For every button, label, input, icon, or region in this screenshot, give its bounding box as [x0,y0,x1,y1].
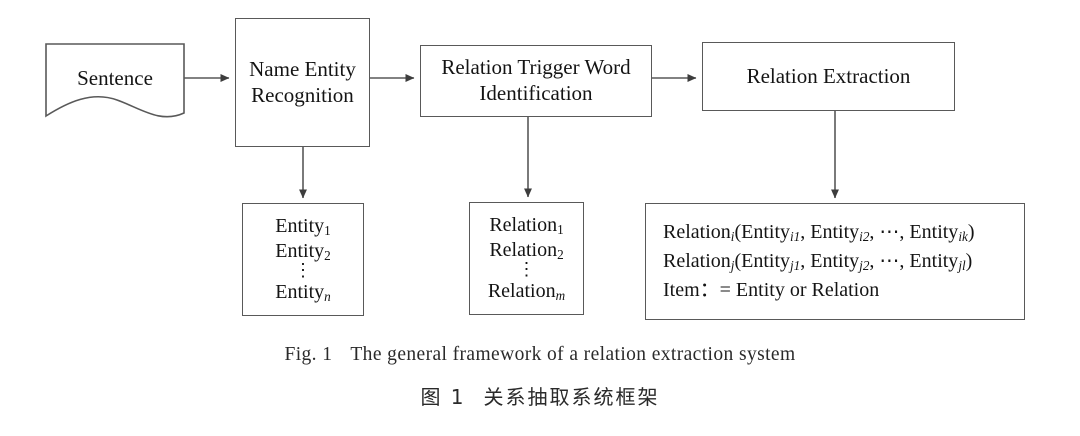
node-sentence-label: Sentence [77,66,153,90]
node-ner-line1: Name Entity [249,56,356,81]
node-name-entity-recognition[interactable]: Name Entity Recognition [235,18,370,147]
entity-base: Entity [741,221,790,243]
node-rtwi-line2: Identification [479,81,593,105]
entity-base: Entity [810,250,860,272]
list-item: Relation1 [489,213,563,238]
caption-zh-prefix: 图 1 [420,385,466,409]
close-paren: ) [965,250,973,272]
entity-subscript: ik [958,228,968,244]
entity-base: Entity [275,214,325,237]
open-paren: ( [734,250,742,272]
entity-base: Entity [909,250,959,272]
list-item: Entityn [275,280,330,305]
entity-subscript: i1 [790,228,801,244]
relation-base: Relation [489,213,558,236]
output-box-extraction: Relationi(Entityi1, Entityi2, ⋯, Entityi… [645,203,1025,320]
relation-subscript: m [555,288,566,304]
relation-base: Relation [663,221,731,243]
relation-base: Relation [663,250,731,272]
caption-chinese: 图 1 关系抽取系统框架 [0,381,1080,410]
entity-base: Entity [275,281,325,304]
caption-en-prefix: Fig. 1 [284,344,333,365]
entity-subscript: jl [958,257,966,273]
open-paren: ( [734,221,742,243]
node-ner-line2: Recognition [251,82,354,107]
node-relation-trigger-word-identification[interactable]: Relation Trigger Word Identification [420,45,652,117]
relation-subscript: i [730,228,735,244]
output-box-entities: Entity1 Entity2 ⋮ Entityn [242,203,364,316]
caption-en-text: The general framework of a relation extr… [350,344,796,365]
relation-base: Relation [487,280,556,303]
extraction-line-1: Relationi(Entityi1, Entityi2, ⋯, Entityi… [663,221,975,244]
output-box-relations: Relation1 Relation2 ⋮ Relationm [469,202,584,315]
entity-subscript: 2 [324,247,331,263]
horizontal-ellipsis: ⋯ [879,221,900,243]
relation-subscript: j [730,257,735,273]
entity-subscript: j1 [790,257,801,273]
relation-base: Relation [489,238,558,261]
relation-subscript: 1 [557,221,564,237]
entity-base: Entity [275,239,325,262]
node-re-text: Relation Extraction [746,63,911,88]
list-item: Relation2 [489,238,563,263]
entity-subscript: 1 [324,222,331,238]
horizontal-ellipsis: ⋯ [879,250,900,272]
vertical-ellipsis: ⋮ [294,260,312,281]
extraction-line-2: Relationj(Entityj1, Entityj2, ⋯, Entityj… [663,250,973,273]
caption-zh-text: 关系抽取系统框架 [483,385,660,409]
entity-subscript: i2 [859,228,870,244]
entity-base: Entity [741,250,790,272]
sentence-document-shape [45,43,185,118]
list-item: Relationm [488,279,565,304]
caption-english: Fig. 1 The general framework of a relatio… [0,344,1080,366]
close-paren: ) [967,221,975,243]
list-item: Entity1 [275,214,330,239]
entity-subscript: j2 [859,257,870,273]
extraction-line-3: Item：= Entity or Relation [663,279,880,301]
entity-base: Entity [810,221,860,243]
node-rtwi-line1: Relation Trigger Word [441,55,631,80]
entity-subscript: n [324,289,331,305]
node-rtwi-text: Relation Trigger Word Identification [435,55,636,106]
list-item: Entity2 [275,239,330,264]
node-relation-extraction[interactable]: Relation Extraction [702,42,955,111]
node-ner-text: Name Entity Recognition [243,57,362,108]
entity-base: Entity [909,221,959,243]
vertical-ellipsis: ⋮ [517,259,536,280]
relation-subscript: 2 [557,246,564,262]
